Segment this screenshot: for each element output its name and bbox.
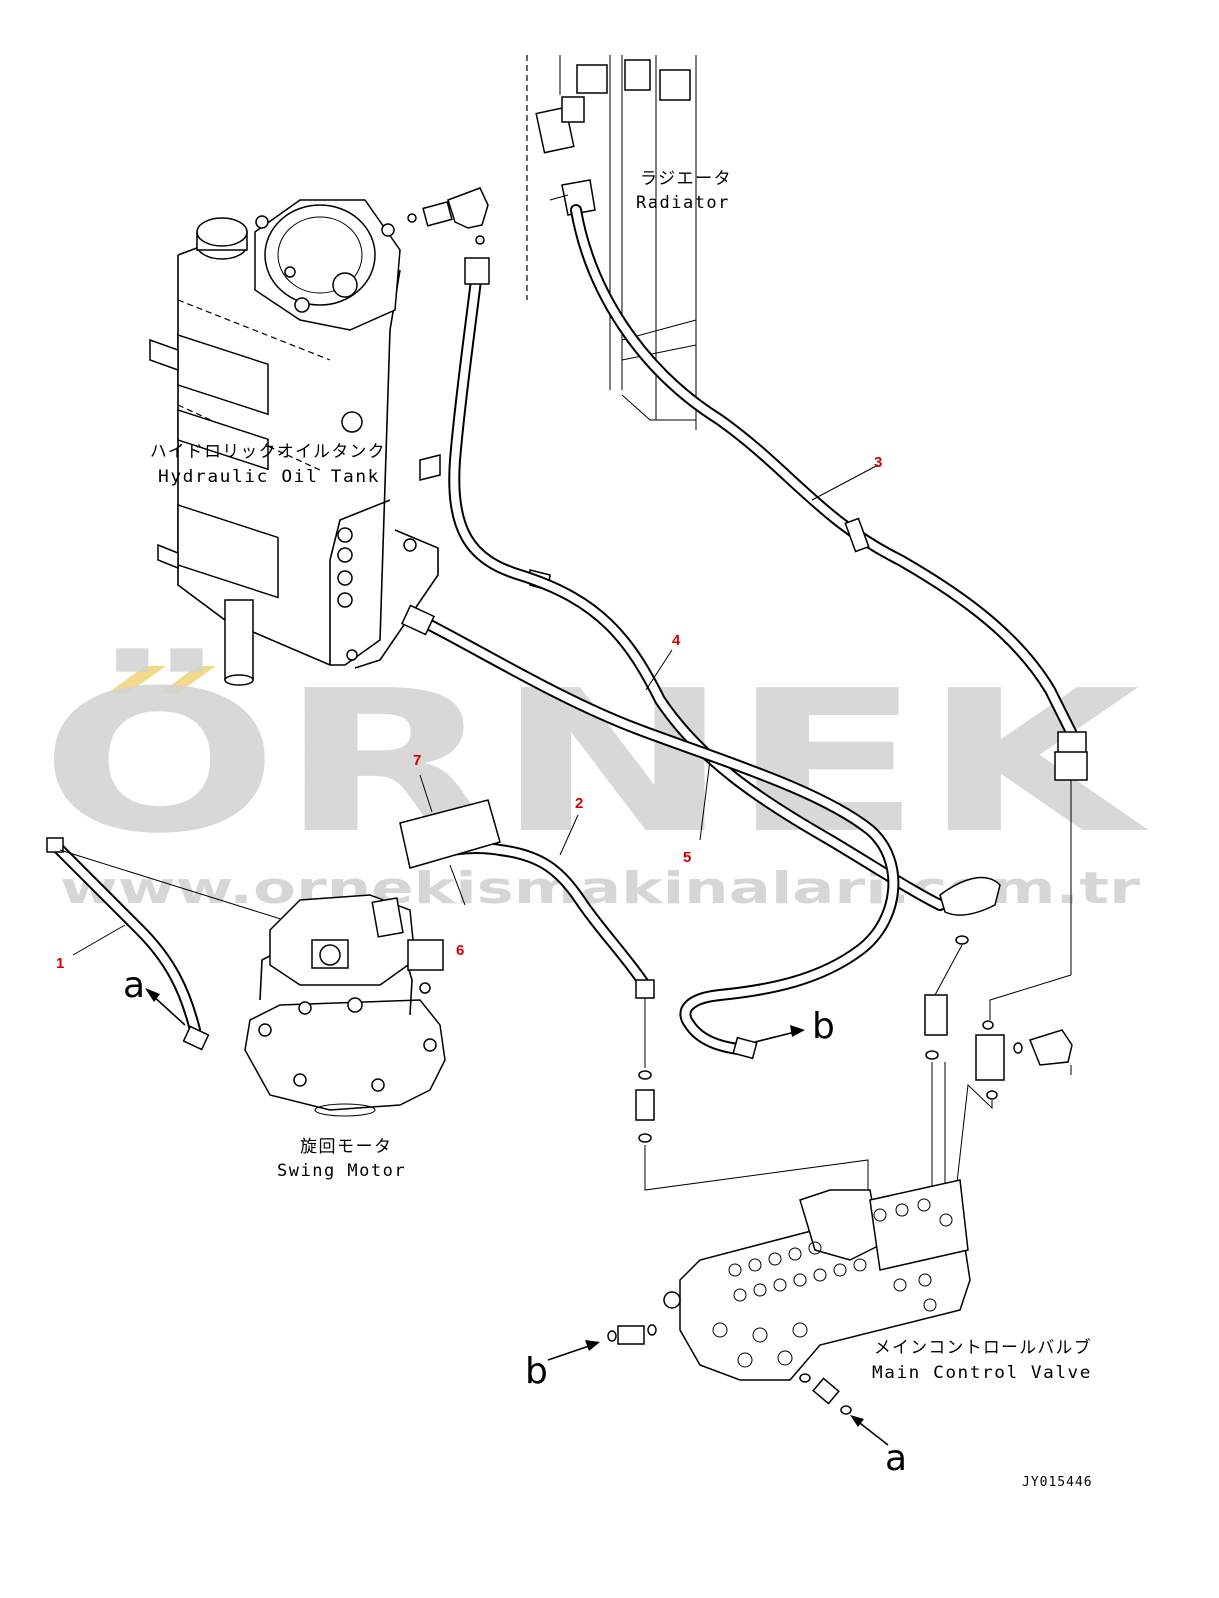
- main-control-valve: [663, 1179, 971, 1381]
- hose-4: [448, 257, 1001, 916]
- ref-a-bottom: a: [885, 1438, 907, 1479]
- tank-label-en: Hydraulic Oil Tank: [158, 467, 380, 487]
- hose-1: [46, 837, 301, 1051]
- fittings: [607, 935, 1073, 1415]
- ref-arrow-a-top: [145, 988, 186, 1026]
- part-number-7: 7: [413, 752, 421, 769]
- ref-b-left: b: [525, 1351, 548, 1392]
- radiator-label-en: Radiator: [636, 193, 730, 213]
- tank-label-jp: ハイドロリックオイルタンク: [150, 442, 386, 462]
- part-number-2: 2: [575, 795, 583, 812]
- swing-motor: [244, 894, 446, 1117]
- part-number-4: 4: [672, 632, 681, 649]
- mcv-label-en: Main Control Valve: [872, 1363, 1092, 1383]
- swing-motor-label-en: Swing Motor: [277, 1161, 406, 1181]
- part-number-3: 3: [874, 454, 882, 471]
- ref-arrow-b-left: [547, 1340, 600, 1361]
- hydraulic-oil-tank: [149, 187, 551, 686]
- ref-arrow-a-bottom: [850, 1415, 889, 1446]
- watermark-accent-right: [160, 666, 216, 693]
- hose-3: [570, 204, 1088, 1020]
- part-number-1: 1: [56, 955, 64, 972]
- hose-5: [400, 604, 900, 1060]
- swing-motor-label-jp: 旋回モータ: [300, 1137, 393, 1157]
- mcv-label-jp: メインコントロールバルブ: [874, 1337, 1092, 1358]
- ref-arrow-b-right: [754, 1025, 805, 1043]
- part-number-6: 6: [456, 942, 464, 959]
- radiator-label-jp: ラジエータ: [640, 169, 732, 189]
- watermark-brand: ÖRNEK: [40, 648, 1149, 877]
- ref-b-right: b: [812, 1006, 835, 1047]
- radiator: [526, 55, 697, 430]
- watermark-accent-left: [108, 666, 166, 693]
- watermark: ÖRNEK www.ornekismakinalari.com.tr: [40, 648, 1149, 914]
- hose-6-7: [399, 774, 501, 906]
- drawing-code: JY015446: [1022, 1475, 1093, 1490]
- part-number-5: 5: [683, 849, 691, 866]
- ref-a-top: a: [123, 965, 145, 1006]
